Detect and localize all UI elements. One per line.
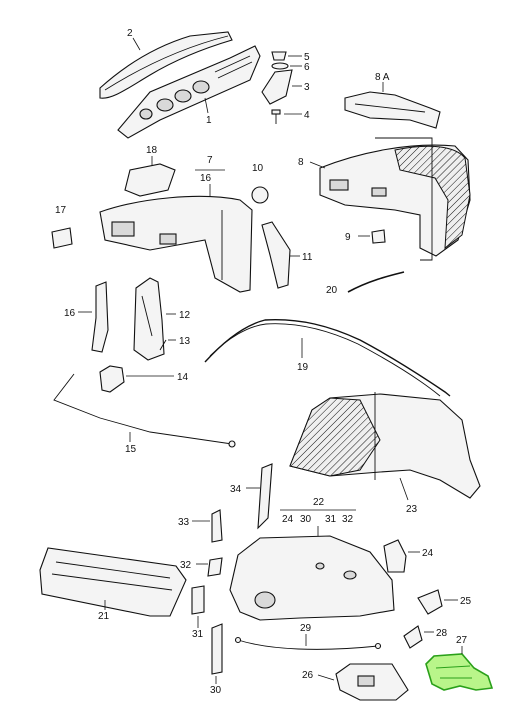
- label-2: 2: [127, 28, 133, 39]
- label-25: 25: [460, 596, 472, 607]
- part-1-dashboard-panel: 1: [117, 45, 261, 139]
- label-22-sub-31: 31: [325, 514, 337, 525]
- part-20-strip: 20: [326, 271, 405, 296]
- part-17-cover: 17: [51, 205, 73, 249]
- label-17: 17: [55, 205, 67, 216]
- label-9: 9: [345, 232, 351, 243]
- label-5: 5: [304, 52, 310, 63]
- label-1: 1: [206, 115, 212, 126]
- label-18: 18: [146, 145, 158, 156]
- part-4-screw: 4: [271, 109, 310, 124]
- label-16-top: 16: [200, 173, 212, 184]
- part-25-bracket: 25: [417, 589, 472, 615]
- label-4: 4: [304, 110, 310, 121]
- label-31: 31: [192, 629, 204, 640]
- label-32: 32: [180, 560, 192, 571]
- label-7: 7: [207, 155, 213, 166]
- part-12-pillar-panel: 12: [133, 277, 191, 361]
- label-8: 8: [298, 157, 304, 168]
- part-9-clip: 9: [345, 229, 386, 244]
- part-7-front-inner-panel: [99, 195, 253, 293]
- label-34: 34: [230, 484, 242, 495]
- part-11-pillar: 11: [261, 221, 313, 289]
- part-10-plug: 10: [251, 163, 269, 204]
- label-14: 14: [177, 372, 189, 383]
- label-29: 29: [300, 623, 312, 634]
- part-24-clip: 24: [383, 539, 434, 573]
- label-15: 15: [125, 444, 137, 455]
- label-13: 13: [179, 336, 191, 347]
- part-18-bracket: 18: [124, 145, 176, 197]
- part-29-cable: 29: [234, 623, 382, 650]
- label-10: 10: [252, 163, 264, 174]
- label-26: 26: [302, 670, 314, 681]
- part-14-cover: 14: [99, 365, 189, 393]
- part-6-washer: 6: [271, 62, 310, 73]
- part-28-bracket: 28: [403, 625, 448, 649]
- part-31-pillar-base: 31: [191, 585, 205, 640]
- label-21: 21: [98, 611, 110, 622]
- part-15-cable: 15: [53, 373, 236, 455]
- part-5-nut: 5: [271, 51, 310, 63]
- part-32-clip: 32: [180, 557, 223, 577]
- part-30-strip: 30: [210, 623, 223, 696]
- label-16-left: 16: [64, 308, 76, 319]
- label-22: 22: [313, 497, 325, 508]
- label-8a: 8 A: [375, 72, 390, 83]
- label-19: 19: [297, 362, 309, 373]
- part-19-roof-frame: 19: [204, 318, 451, 397]
- label-23: 23: [406, 504, 418, 515]
- label-11: 11: [302, 252, 313, 263]
- label-27: 27: [456, 635, 468, 646]
- label-22-sub-32: 32: [342, 514, 354, 525]
- part-2-dash-top-trim: 2: [99, 28, 233, 99]
- part-3-bracket: 3: [261, 69, 310, 105]
- label-30: 30: [210, 685, 222, 696]
- label-3: 3: [304, 82, 310, 93]
- label-22-sub-24: 24: [282, 514, 294, 525]
- part-8-inner-fender-panel: 8: [298, 137, 471, 261]
- part-33-bracket: 33: [178, 509, 223, 543]
- part-22-wheel-house: [229, 535, 395, 621]
- label-24: 24: [422, 548, 434, 559]
- label-28: 28: [436, 628, 448, 639]
- part-27-highlighted-bracket: 27: [425, 635, 494, 691]
- part-23-rear-quarter: 23: [289, 392, 481, 515]
- part-16-side-strip: 16: [64, 281, 109, 353]
- label-20: 20: [326, 285, 338, 296]
- label-33: 33: [178, 517, 190, 528]
- part-26-lock-bracket: 26: [302, 663, 409, 701]
- part-21-sill: 21: [39, 547, 187, 622]
- part-8a-bracket: 8 A: [344, 72, 441, 129]
- label-6: 6: [304, 62, 310, 73]
- label-group-7-16: 7 16: [195, 155, 225, 200]
- label-group-22: 22 24 30 31 32: [280, 497, 356, 542]
- label-22-sub-30: 30: [300, 514, 312, 525]
- label-12: 12: [179, 310, 191, 321]
- part-34-strip: 34: [230, 463, 273, 530]
- part-13-bracket: 13: [159, 336, 191, 351]
